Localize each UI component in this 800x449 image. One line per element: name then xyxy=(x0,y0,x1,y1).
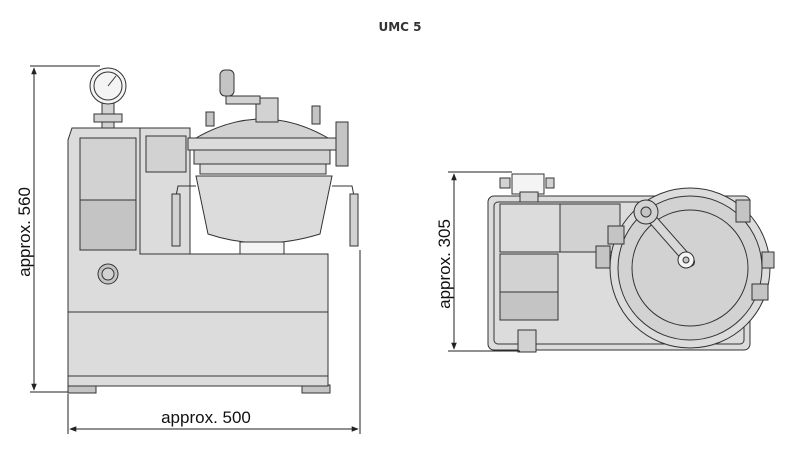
lid-crank-hub xyxy=(255,97,279,123)
clamp-top-right xyxy=(735,199,751,223)
control-block-lower xyxy=(499,291,559,321)
crank-handle xyxy=(219,69,235,97)
valve-right xyxy=(311,105,321,125)
side-clamp xyxy=(335,121,349,167)
top-view xyxy=(487,173,775,353)
lid-rim xyxy=(187,137,337,151)
handle-right xyxy=(349,193,359,247)
bowl-coupling xyxy=(239,241,285,255)
height-dimension: approx. 560 xyxy=(15,65,100,393)
knob-top xyxy=(517,329,537,353)
clamp-left xyxy=(607,225,625,245)
diagram-title: UMC 5 xyxy=(378,20,422,34)
depth-dimension: approx. 305 xyxy=(435,171,520,352)
control-block-upper xyxy=(499,253,559,293)
mixing-bowl xyxy=(195,175,333,244)
height-label: approx. 560 xyxy=(15,187,34,277)
clamp-lower-right xyxy=(751,283,769,301)
control-panel-upper xyxy=(79,137,137,201)
depth-label: approx. 305 xyxy=(435,219,454,309)
front-view xyxy=(67,67,359,394)
gauge-top xyxy=(511,173,545,195)
handle-left xyxy=(171,193,181,247)
valve-left xyxy=(205,111,215,127)
width-label: approx. 500 xyxy=(161,408,251,427)
clamp-right xyxy=(761,251,775,269)
control-panel-lower xyxy=(79,199,137,251)
width-dimension: approx. 500 xyxy=(67,250,361,434)
